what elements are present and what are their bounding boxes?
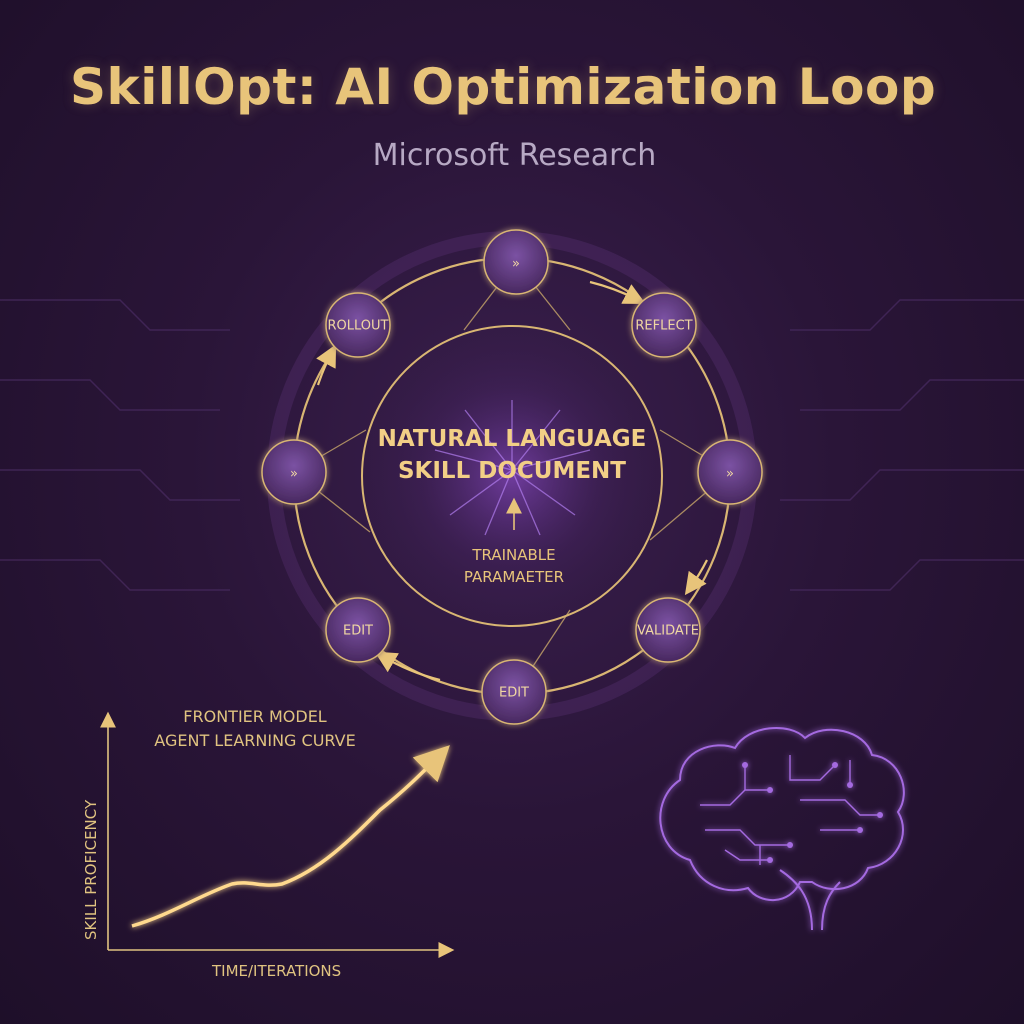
double-chevron-right-icon: » bbox=[726, 467, 734, 482]
node-left-edit-label: EDIT bbox=[343, 624, 373, 639]
node-rollout[interactable]: ROLLOUT bbox=[325, 292, 391, 358]
node-left-edit[interactable]: EDIT bbox=[325, 597, 391, 663]
node-bottom-edit-label: EDIT bbox=[499, 686, 529, 701]
curve-xlabel: TIME/ITERATIONS bbox=[211, 962, 341, 980]
node-validate-label: VALIDATE bbox=[637, 624, 699, 639]
center-glow bbox=[362, 326, 662, 626]
curve-title-line2: AGENT LEARNING CURVE bbox=[154, 731, 355, 750]
center-caption-line1: TRAINABLE bbox=[471, 546, 555, 564]
center-caption-line2: PARAMAETER bbox=[464, 568, 564, 586]
node-right[interactable]: » bbox=[697, 439, 763, 505]
curve-ylabel: SKILL PROFICENCY bbox=[82, 799, 100, 940]
node-left[interactable]: » bbox=[261, 439, 327, 505]
ring-arrow-top-right bbox=[589, 280, 646, 305]
node-reflect-label: REFLECT bbox=[635, 319, 692, 334]
node-rollout-label: ROLLOUT bbox=[328, 319, 389, 334]
double-chevron-right-icon: » bbox=[512, 257, 520, 272]
node-validate[interactable]: VALIDATE bbox=[635, 597, 701, 663]
center-burst bbox=[434, 400, 591, 536]
node-bottom-edit[interactable]: EDIT bbox=[481, 659, 547, 725]
center-title-line2: SKILL DOCUMENT bbox=[398, 458, 626, 484]
circuit-traces bbox=[0, 299, 1024, 591]
node-top[interactable]: » bbox=[483, 229, 549, 295]
page-title: SkillOpt: AI Optimization Loop bbox=[70, 58, 937, 116]
ring-arrow-bottom-left bbox=[374, 651, 441, 682]
circuit-brain-icon bbox=[659, 726, 905, 931]
curve-title-line1: FRONTIER MODEL bbox=[183, 707, 327, 726]
center-title-line1: NATURAL LANGUAGE bbox=[378, 426, 647, 452]
node-reflect[interactable]: REFLECT bbox=[631, 292, 697, 358]
double-chevron-right-icon: » bbox=[290, 467, 298, 482]
page-subtitle: Microsoft Research bbox=[372, 138, 657, 173]
learning-curve-chart: FRONTIER MODEL AGENT LEARNING CURVE SKIL… bbox=[82, 707, 455, 980]
ring-arrow-right bbox=[684, 559, 708, 596]
ring-arrow-left bbox=[316, 344, 337, 386]
center-circle bbox=[361, 325, 663, 627]
curve-line bbox=[131, 745, 450, 928]
